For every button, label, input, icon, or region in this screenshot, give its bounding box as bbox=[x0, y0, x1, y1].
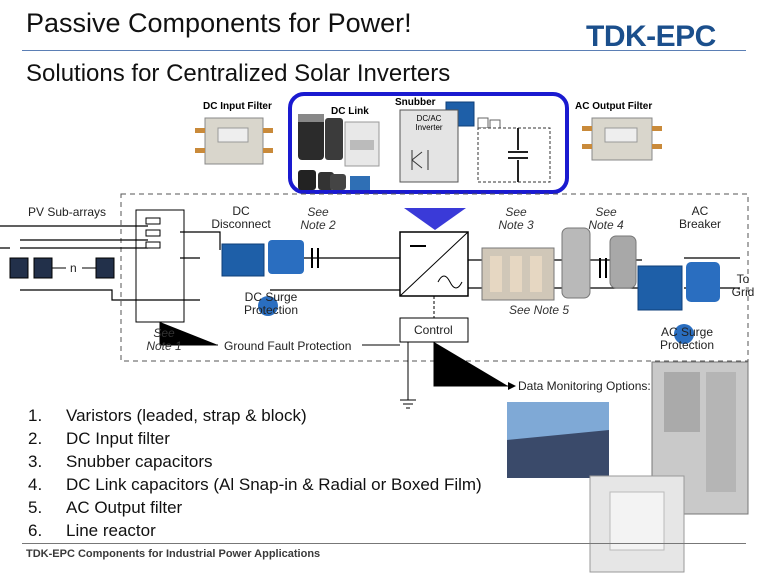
list-item: 2.DC Input filter bbox=[28, 429, 170, 448]
page-title: Passive Components for Power! bbox=[26, 8, 412, 38]
list-item: 6.Line reactor bbox=[28, 521, 156, 540]
ac-surge-varistor bbox=[674, 324, 694, 344]
label-snubber: Snubber bbox=[395, 97, 436, 108]
see-note-4-a: See bbox=[595, 205, 617, 219]
dc-filter-capacitor bbox=[268, 240, 304, 274]
list-item: 4.DC Link capacitors (Al Snap-in & Radia… bbox=[28, 475, 482, 494]
control-label: Control bbox=[414, 323, 453, 337]
ac-surge-label-2: Protection bbox=[659, 338, 715, 352]
see-note-5: See Note 5 bbox=[508, 303, 570, 317]
ground-fault-label: Ground Fault Protection bbox=[224, 339, 352, 353]
list-item: 5.AC Output filter bbox=[28, 498, 183, 517]
see-note-3-b: Note 3 bbox=[498, 218, 534, 232]
see-note-4-b: Note 4 bbox=[588, 218, 624, 232]
footer-divider bbox=[22, 543, 746, 544]
dc-surge-label-2: Protection bbox=[243, 303, 299, 317]
label-ac-output-filter: AC Output Filter bbox=[575, 101, 653, 112]
see-note-2-b: Note 2 bbox=[300, 218, 336, 232]
title-divider bbox=[22, 50, 746, 51]
inverter-label-line1: DC/AC bbox=[416, 114, 442, 123]
dc-surge-label-1: DC Surge bbox=[244, 290, 298, 304]
tdk-epc-logo: TDK-EPC bbox=[586, 20, 716, 53]
data-monitoring-label: Data Monitoring Options: bbox=[518, 379, 651, 393]
pv-panels bbox=[9, 257, 115, 279]
ac-breaker-label-1: AC bbox=[691, 204, 709, 218]
to-grid-label-2: Grid bbox=[731, 285, 755, 299]
dc-varistor-block bbox=[221, 243, 265, 277]
dc-input-filter-image bbox=[195, 117, 273, 165]
highlight-box bbox=[288, 92, 569, 194]
ac-film-capacitor bbox=[561, 227, 591, 299]
inverter-schematic bbox=[399, 109, 551, 183]
see-note-1-b: Note 1 bbox=[146, 339, 182, 353]
n-label: n bbox=[70, 261, 77, 275]
pv-sub-arrays-label: PV Sub-arrays bbox=[28, 205, 107, 219]
dc-surge-varistor bbox=[258, 296, 278, 316]
ac-surge-label-1: AC Surge bbox=[660, 325, 714, 339]
see-note-3-a: See bbox=[505, 205, 527, 219]
list-item: 1.Varistors (leaded, strap & block) bbox=[28, 406, 307, 425]
label-dc-input-filter: DC Input Filter bbox=[203, 101, 272, 112]
ac-output-filter-image bbox=[582, 117, 662, 161]
dc-disconnect-label-1: DC bbox=[232, 204, 250, 218]
see-note-1-a: See bbox=[153, 326, 175, 340]
dc-link-capacitor-images bbox=[298, 114, 380, 190]
dc-disconnect-box bbox=[135, 209, 185, 323]
down-arrow bbox=[404, 208, 466, 230]
page-subtitle: Solutions for Centralized Solar Inverter… bbox=[26, 60, 451, 87]
footer-text: TDK-EPC Components for Industrial Power … bbox=[26, 548, 321, 560]
see-note-2-a: See bbox=[307, 205, 329, 219]
ac-varistor-block bbox=[637, 265, 683, 311]
ac-breaker-label-2: Breaker bbox=[678, 217, 722, 231]
component-list: 1.Varistors (leaded, strap & block) 2.DC… bbox=[28, 404, 482, 542]
to-grid-label-1: To bbox=[736, 272, 750, 286]
list-item: 3.Snubber capacitors bbox=[28, 452, 213, 471]
inverter-label-line2: Inverter bbox=[415, 123, 443, 132]
dc-disconnect-label-2: Disconnect bbox=[211, 217, 271, 231]
label-dc-link: DC Link bbox=[331, 106, 369, 117]
